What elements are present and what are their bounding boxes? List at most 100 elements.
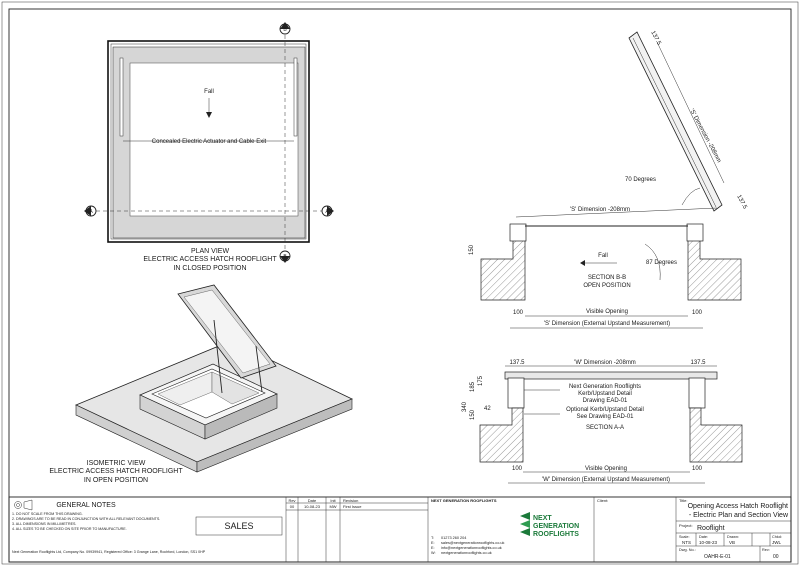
svg-text:T:: T: xyxy=(431,536,434,540)
logo-line-2: GENERATION xyxy=(533,523,579,530)
plan-fall-label: Fall xyxy=(204,89,214,95)
dwg-label: Dwg. No.: xyxy=(679,548,696,552)
angle-70: 70 Degrees xyxy=(625,177,656,183)
rev-value: 00 xyxy=(773,554,779,560)
scale-label: Scale: xyxy=(679,535,690,539)
aa-label-1: Next Generation Rooflights xyxy=(569,384,641,390)
actuator-note: Concealed Electric Actuator and Cable Ex… xyxy=(152,139,267,145)
general-notes-heading: GENERAL NOTES xyxy=(56,502,116,509)
plan-actuator-right xyxy=(293,57,298,137)
upstand-right xyxy=(687,239,742,301)
svg-text:Date: Date xyxy=(308,498,317,503)
iso-title-2: ELECTRIC ACCESS HATCH ROOFLIGHT xyxy=(49,468,183,475)
dim-137-right: 137.5 xyxy=(735,194,748,211)
note-4: 4. ALL SIZES TO BE CHECKED ON SITE PRIOR… xyxy=(12,527,127,531)
bb-dim-100-right: 100 xyxy=(692,310,703,316)
aa-upstand-left xyxy=(479,407,524,463)
chkd-label: Chkd: xyxy=(772,535,782,539)
rev-row-init: MW xyxy=(329,504,336,509)
section-b-b: 'S' Dimension -208mm 137.5 137.5 70 Degr… xyxy=(469,30,748,329)
project-value: Rooflight xyxy=(697,525,725,532)
bb-dim-100-left: 100 xyxy=(513,310,524,316)
svg-text:E:: E: xyxy=(431,541,435,545)
h-150: 150 xyxy=(470,409,476,420)
chkd-value: JWL xyxy=(772,540,781,545)
scale-value: NTS xyxy=(682,540,691,545)
logo-line-1: NEXT xyxy=(533,515,552,522)
contact-info-email: info@nextgenerationrooflights.co.uk xyxy=(441,546,502,550)
aa-label-4: Optional Kerb/Upstand Detail xyxy=(566,407,644,413)
aa-upstand-right xyxy=(689,407,743,463)
isometric-view: ISOMETRIC VIEW ELECTRIC ACCESS HATCH ROO… xyxy=(49,284,353,484)
h-175: 175 xyxy=(478,375,484,386)
aa-label-2: Kerb/Upstand Detail xyxy=(578,391,632,397)
date-label: Date: xyxy=(699,535,708,539)
angle-87: 87 Degrees xyxy=(646,260,677,266)
company-heading: NEXT GENERATION ROOFLIGHTS xyxy=(431,498,497,503)
aa-dim-left: 137.5 xyxy=(509,360,525,366)
bb-visible-opening: Visible Opening xyxy=(586,309,628,315)
fall-arrow-icon xyxy=(206,112,212,118)
bb-title-2: OPEN POSITION xyxy=(583,283,630,289)
iso-actuator xyxy=(213,319,223,394)
aa-dim-right: 137.5 xyxy=(690,360,706,366)
h-42: 42 xyxy=(484,406,491,412)
s-dim-horizontal: 'S' Dimension -208mm xyxy=(570,207,630,213)
svg-text:Rev: Rev xyxy=(288,498,295,503)
company-line: Next Generation Rooflights Ltd, Company … xyxy=(12,550,206,554)
rev-row-revision: First Issue xyxy=(343,504,362,509)
section-open-lid xyxy=(628,31,723,212)
plan-title-3: IN CLOSED POSITION xyxy=(173,265,246,272)
svg-text:W:: W: xyxy=(431,551,436,555)
title-label: Title: xyxy=(679,498,688,503)
aa-dim-100-left: 100 xyxy=(512,466,523,472)
s-dim-line xyxy=(515,207,718,218)
svg-text:B: B xyxy=(283,254,287,260)
plan-view: Concealed Electric Actuator and Cable Ex… xyxy=(84,22,334,272)
aa-title: SECTION A-A xyxy=(586,425,624,431)
svg-text:Revision: Revision xyxy=(343,498,358,503)
logo-line-3: ROOFLIGHTS xyxy=(533,531,579,538)
svg-text:B: B xyxy=(283,27,287,33)
svg-text:A: A xyxy=(325,209,329,215)
section-a-a: 137.5 'W' Dimension -208mm 137.5 340 185… xyxy=(462,360,743,484)
h-185: 185 xyxy=(470,381,476,392)
projection-symbol-icon xyxy=(14,501,22,509)
note-1: 1. DO NOT SCALE FROM THIS DRAWING. xyxy=(12,512,83,516)
svg-text:E:: E: xyxy=(431,546,435,550)
aa-dim-100-right: 100 xyxy=(692,466,703,472)
upstand-left xyxy=(480,239,526,301)
aa-w-external: 'W' Dimension (External Upstand Measurem… xyxy=(542,477,670,483)
project-label: Project: xyxy=(679,523,693,528)
plan-title-1: PLAN VIEW xyxy=(191,248,230,255)
iso-title-3: IN OPEN POSITION xyxy=(84,477,148,484)
rev-row-date: 10-08-23 xyxy=(304,504,321,509)
dim-137-top: 137.5 xyxy=(649,30,662,47)
contact-phone: 01273 260 204 xyxy=(441,536,466,540)
plan-actuator-left xyxy=(119,57,124,137)
plan-glazing xyxy=(129,62,299,217)
note-3: 3. ALL DIMENSIONS IN MILLIMETRES. xyxy=(12,522,76,526)
iso-title-1: ISOMETRIC VIEW xyxy=(87,460,146,467)
sales-stamp: SALES xyxy=(224,521,253,531)
bb-fall: Fall xyxy=(598,253,608,259)
bb-s-external: 'S' Dimension (External Upstand Measurem… xyxy=(544,321,670,327)
h-340: 340 xyxy=(462,401,468,412)
plan-outer-frame xyxy=(107,40,310,243)
drawn-value: VB xyxy=(729,540,735,545)
svg-text:Init: Init xyxy=(330,498,336,503)
contact-sales-email: sales@nextgenerationrooflights.co.uk xyxy=(441,541,504,545)
rev-label: Rev: xyxy=(762,548,770,552)
date-value: 10-08-23 xyxy=(699,540,718,545)
aa-label-5: See Drawing EAD-01 xyxy=(576,414,634,420)
note-2: 2. DRAWINGS ARE TO BE READ IN CONJUNCTIO… xyxy=(12,517,160,521)
drawing-title-2: - Electric Plan and Section View xyxy=(689,512,789,519)
sales-stamp-box xyxy=(195,516,283,536)
aa-w-dim: 'W' Dimension -208mm xyxy=(574,360,636,366)
aa-visible-opening: Visible Opening xyxy=(585,466,627,472)
drawing-title-1: Opening Access Hatch Rooflight xyxy=(688,503,788,510)
bb-title-1: SECTION B-B xyxy=(588,275,626,281)
aa-label-3: Drawing EAD-01 xyxy=(583,398,628,404)
